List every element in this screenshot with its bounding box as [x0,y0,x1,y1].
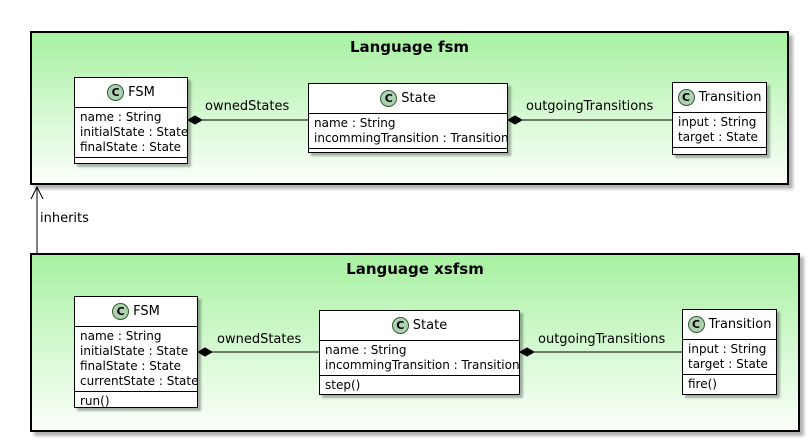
class-stereotype-icon: C [391,317,409,334]
association-label: outgoingTransitions [526,99,654,114]
package-title: Language fsm [349,38,470,56]
association-label: ownedStates [217,332,302,347]
class-transition: C Transition input : String target : Sta… [682,309,777,395]
class-fsm: C FSM name : String initialState : State… [74,296,199,411]
attributes-compartment: name : String initialState : State final… [75,108,189,158]
package-language-fsm: Language fsm C FSM name : String initial… [30,31,789,185]
attribute: name : String [325,343,407,357]
attribute: input : String [678,115,757,129]
class-name: State [412,318,448,333]
attribute: name : String [314,116,396,130]
association-label: outgoingTransitions [538,332,666,347]
operation: fire() [688,377,717,391]
class-name: State [401,91,436,106]
class-name: FSM [128,85,155,100]
operations-compartment: step() [320,376,519,395]
attribute: currentState : State [80,374,199,388]
attributes-compartment: name : String incommingTransition : Tran… [320,341,520,376]
class-header: C Transition [673,83,766,113]
class-stereotype-icon: C [107,84,125,101]
class-header: C State [320,311,519,341]
attribute: finalState : State [80,359,182,373]
class-name: Transition [698,90,762,105]
attribute: target : State [688,357,768,371]
attribute: incommingTransition : Transition [325,358,520,372]
operations-compartment [309,149,507,153]
operation: step() [325,378,361,392]
class-transition: C Transition input : String target : Sta… [672,82,767,155]
class-header: C State [309,84,507,114]
class-state: C State name : String incommingTransitio… [319,310,520,395]
attribute: name : String [80,110,162,124]
operation: run() [80,394,110,408]
association-label: ownedStates [205,99,290,114]
class-header: C Transition [683,310,776,340]
attribute: initialState : State [80,125,189,139]
class-fsm: C FSM name : String initialState : State… [74,77,188,164]
operations-compartment: run() [75,392,197,411]
class-stereotype-icon: C [687,316,705,333]
attribute: input : String [688,342,767,356]
class-header: C FSM [75,78,187,108]
package-language-xsfsm: Language xsfsm C FSM name : String initi… [30,253,800,432]
attributes-compartment: input : String target : State [683,340,776,375]
class-stereotype-icon: C [380,90,398,107]
class-name: Transition [708,317,772,332]
package-title: Language xsfsm [346,260,484,278]
operations-compartment [75,158,187,163]
attributes-compartment: name : String initialState : State final… [75,327,199,392]
class-stereotype-icon: C [112,303,130,320]
attribute: target : State [678,130,758,144]
attribute: incommingTransition : Transition [314,131,509,145]
attributes-compartment: name : String incommingTransition : Tran… [309,114,509,149]
attribute: initialState : State [80,344,189,358]
inherits-label: inherits [40,211,89,226]
class-header: C FSM [75,297,197,327]
operations-compartment [673,148,766,154]
attribute: name : String [80,329,162,343]
class-stereotype-icon: C [677,89,695,106]
class-name: FSM [133,304,160,319]
attributes-compartment: input : String target : State [673,113,766,148]
arrow-head-icon [30,185,44,200]
operations-compartment: fire() [683,375,776,394]
class-state: C State name : String incommingTransitio… [308,83,509,153]
attribute: finalState : State [80,140,182,154]
